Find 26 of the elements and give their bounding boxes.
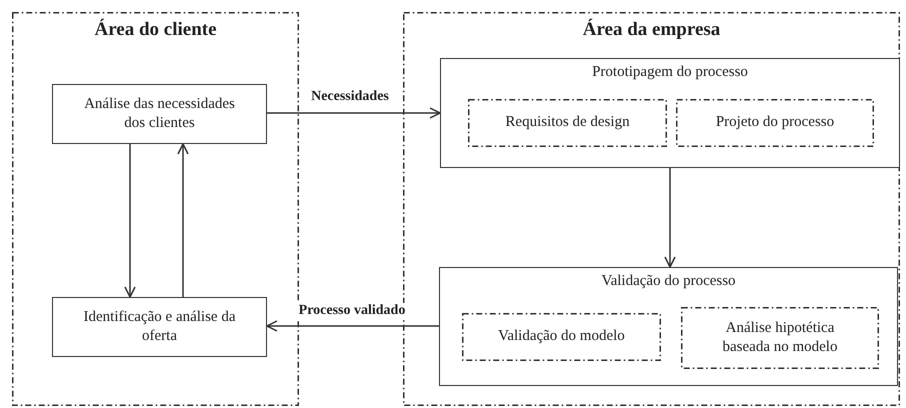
box-label: Projeto do processo (716, 113, 834, 132)
swimlane-area (403, 12, 900, 406)
arrow (177, 143, 189, 297)
area-title: Área do cliente (94, 18, 217, 42)
box-label: Identificação e análise da oferta (82, 308, 236, 346)
process-box (52, 84, 267, 144)
arrow (124, 144, 136, 298)
box-label: Requisitos de design (505, 113, 630, 132)
box-label: Validação do modelo (498, 327, 625, 346)
box-label: Validação do processo (601, 272, 736, 291)
arrow (664, 168, 676, 268)
subprocess-box (681, 307, 879, 369)
swimlane-area (12, 12, 299, 406)
subprocess-box (676, 99, 874, 147)
area-title: Área da empresa (582, 18, 720, 42)
subprocess-box (468, 99, 667, 147)
group-box (440, 58, 900, 168)
box-label: Análise hipotética baseada no modelo (722, 318, 838, 357)
arrow (267, 107, 441, 119)
group-box (439, 267, 898, 386)
edge-label: Processo validado (296, 303, 408, 319)
arrow (266, 320, 439, 332)
box-label: Prototipagem do processo (592, 63, 748, 82)
box-label: Análise das necessidades dos clientes (83, 94, 236, 133)
process-box (52, 297, 267, 357)
subprocess-box (462, 313, 661, 361)
